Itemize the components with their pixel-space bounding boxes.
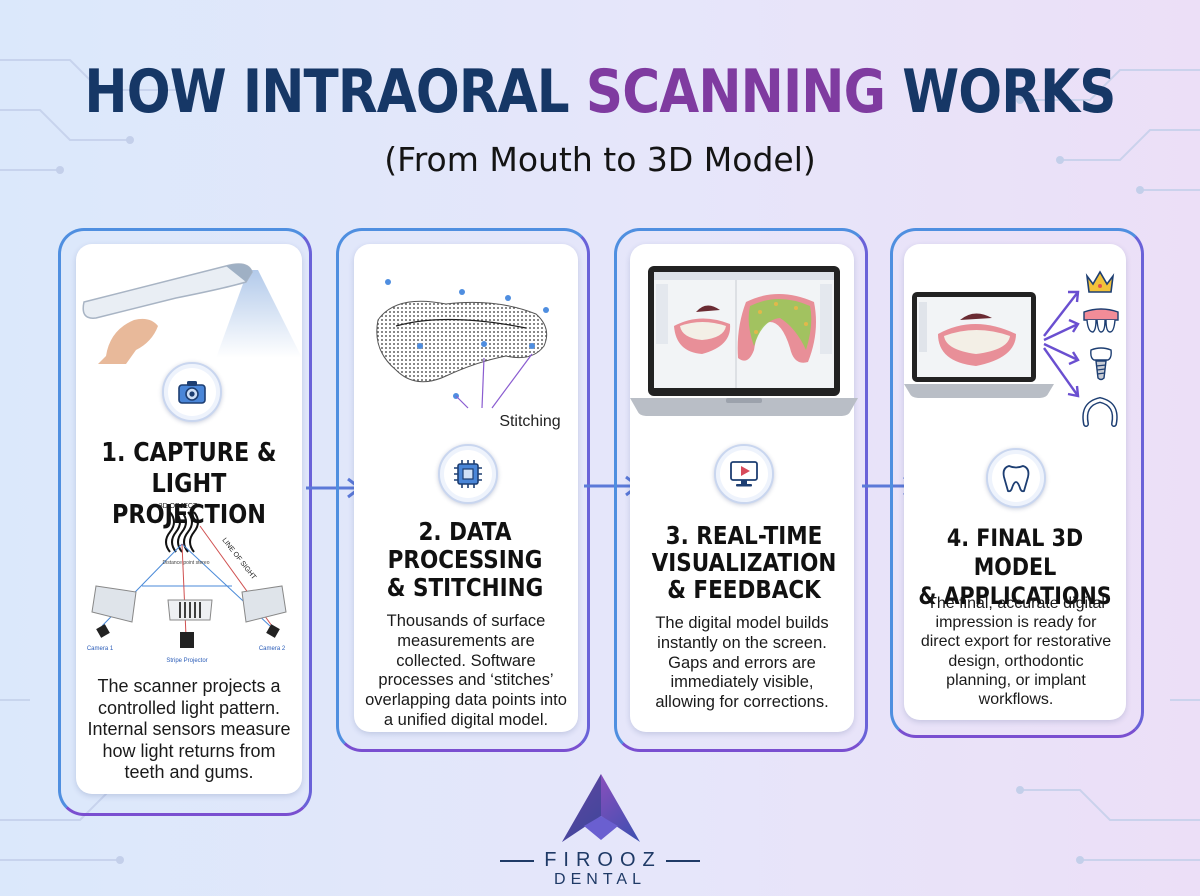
diagram-right-camera-label: Camera 2	[259, 646, 286, 652]
diagram-left-camera-label: Camera 1	[87, 646, 114, 652]
step-2-icon	[438, 444, 498, 504]
step-1-icon	[162, 362, 222, 422]
final-model-laptop-image	[904, 292, 1054, 398]
step-4-icon	[986, 448, 1046, 508]
laptop-scan-image	[630, 266, 858, 416]
diagram-object-label: 3D OBJECT	[159, 503, 198, 510]
camera-icon	[178, 381, 206, 404]
logo-name: FIROOZ	[0, 848, 1200, 872]
step-3-icon	[714, 444, 774, 504]
step-3-description: The digital model builds instantly on th…	[655, 614, 829, 712]
processor-chip-icon	[454, 460, 482, 488]
tooth-icon	[1002, 465, 1030, 493]
diagram-distance-label: Distance point stereo	[163, 560, 210, 566]
step-2-frame	[336, 228, 590, 752]
point-cloud-image: Stitching	[376, 279, 561, 430]
step-1-frame	[58, 228, 312, 816]
diagram-line-label: LINE OF SIGHT	[220, 537, 257, 582]
application-arrows	[1043, 290, 1080, 398]
aligner-icon	[1082, 396, 1118, 427]
diagram-projector-label: Stripe Projector	[166, 658, 207, 664]
monitor-play-icon	[730, 461, 758, 487]
page-title: HOW INTRAORAL SCANNING WORKS	[84, 57, 1116, 127]
step-3-frame	[614, 228, 868, 752]
logo-subname: DENTAL	[554, 871, 646, 888]
step-2-description: Thousands of surface measurements are co…	[365, 612, 567, 729]
step-4-description: The final, accurate digital impression i…	[920, 595, 1112, 708]
firooz-dental-logo-icon	[562, 774, 640, 842]
crown-icon	[1085, 270, 1115, 293]
bridge-icon	[1083, 308, 1119, 333]
triangulation-diagram: 3D OBJECT LINE OF SIGHT Distance point s…	[87, 503, 287, 664]
implant-icon	[1090, 347, 1112, 381]
step-1-description: The scanner projects a controlled light …	[87, 676, 291, 783]
page-subtitle: (From Mouth to 3D Model)	[384, 140, 816, 179]
step-4-title: 4. FINAL 3D MODEL& APPLICATIONS	[918, 524, 1112, 610]
intraoral-scanner-image	[82, 263, 302, 364]
stitching-label: Stitching	[499, 413, 560, 430]
step-4-frame	[890, 228, 1144, 738]
